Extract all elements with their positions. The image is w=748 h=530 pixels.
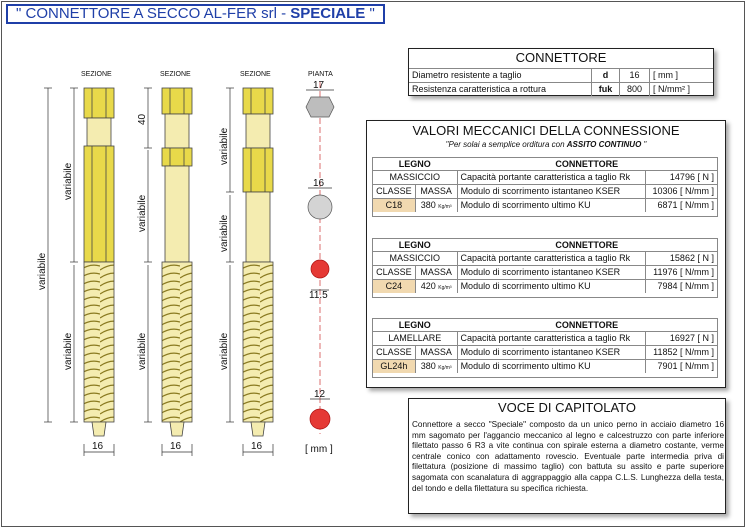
connettore-title: CONNETTORE	[515, 50, 607, 65]
connector-drawing: SEZIONE SEZIONE SEZIONE PIANTA variabile…	[37, 71, 335, 456]
value-cell: 14796 [ N ]	[645, 171, 717, 184]
voce-panel: VOCE DI CAPITOLATO	[408, 398, 726, 514]
value-cell: 16927 [ N ]	[645, 332, 717, 345]
connettore-header: CONNETTORE	[555, 320, 619, 330]
connector-1	[83, 87, 115, 437]
variabile-thread-3: variabile	[219, 332, 230, 370]
connettore-row-diametro: Diametro resistente a taglio d 16 [ mm ]	[409, 68, 713, 82]
plan-16: 16	[313, 178, 325, 189]
unit-label: [ mm ]	[305, 444, 333, 455]
class-badge: C18	[373, 199, 415, 212]
connector-2	[161, 87, 193, 437]
variabile-thread-1: variabile	[63, 332, 74, 370]
plan-column	[305, 82, 335, 434]
sezione-label-1: SEZIONE	[81, 71, 112, 78]
voce-text: Connettore a secco "Speciale" composto d…	[412, 420, 724, 493]
dim-16-1: 16	[92, 441, 104, 452]
variabile-mid-2: variabile	[137, 194, 148, 232]
legno-header: LEGNO	[398, 240, 431, 250]
variabile-total: variabile	[37, 252, 48, 290]
variabile-mid-3: variabile	[219, 214, 230, 252]
pianta-label: PIANTA	[308, 71, 333, 78]
valori-subtitle: "Per solai a semplice orditura con ASSIT…	[445, 140, 647, 149]
legno-header: LEGNO	[398, 159, 431, 169]
valori-title: VALORI MECCANICI DELLA CONNESSIONE	[412, 123, 680, 138]
connettore-table: CONNETTORE Diametro resistente a taglio …	[408, 48, 714, 96]
connector-3	[242, 87, 274, 437]
class-badge: GL24h	[373, 360, 415, 373]
sezione-label-3: SEZIONE	[240, 71, 271, 78]
connettore-row-resistenza: Resistenza caratteristica a rottura fuk …	[409, 82, 713, 96]
voce-title: VOCE DI CAPITOLATO	[498, 400, 636, 415]
plan-12: 12	[314, 389, 326, 400]
sezione-label-2: SEZIONE	[160, 71, 191, 78]
plan-11-5: 11.5	[309, 290, 328, 301]
class-badge: C24	[373, 280, 415, 293]
legno-header: LEGNO	[398, 320, 431, 330]
dim-40: 40	[137, 113, 148, 125]
plan-17: 17	[313, 80, 325, 91]
variabile-head-3: variabile	[219, 127, 230, 165]
connettore-header: CONNETTORE	[555, 159, 619, 169]
dim-16-3: 16	[251, 441, 263, 452]
value-cell: 15862 [ N ]	[645, 252, 717, 265]
page-title: " CONNETTORE A SECCO AL-FER srl - SPECIA…	[6, 4, 385, 24]
connettore-header: CONNETTORE	[555, 240, 619, 250]
variabile-thread-2: variabile	[137, 332, 148, 370]
dim-16-2: 16	[170, 441, 182, 452]
variabile-head-1: variabile	[63, 162, 74, 200]
